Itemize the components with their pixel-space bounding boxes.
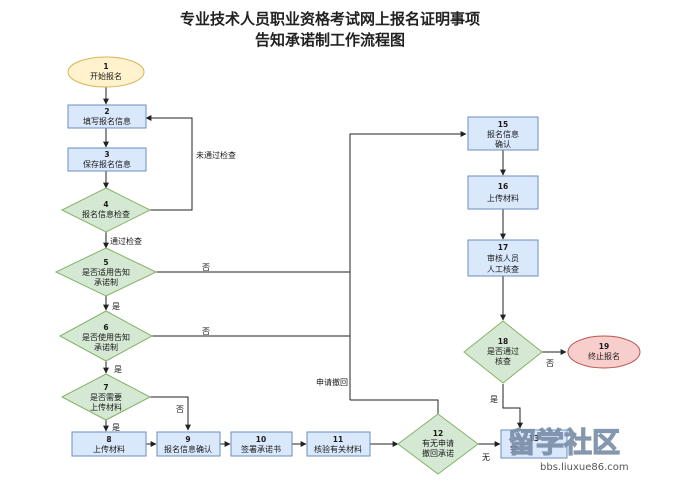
svg-text:是否通过: 是否通过 xyxy=(487,346,519,356)
node-8-upload: 8 上传材料 xyxy=(71,431,147,457)
svg-text:18: 18 xyxy=(498,337,508,346)
label-no-5: 否 xyxy=(202,263,210,272)
svg-text:确认: 确认 xyxy=(495,139,511,149)
svg-text:是否使用告知: 是否使用告知 xyxy=(82,332,130,342)
svg-text:填写报名信息: 填写报名信息 xyxy=(83,116,131,126)
node-1-start: 1 开始报名 xyxy=(67,56,145,88)
svg-text:有无申请: 有无申请 xyxy=(422,438,454,448)
label-no-6: 否 xyxy=(202,327,210,336)
label-withdraw: 申请撤回 xyxy=(316,377,348,387)
node-12-withdraw: 12 有无申请 撤回承诺 xyxy=(397,413,479,475)
svg-text:是否需要: 是否需要 xyxy=(90,393,122,402)
svg-text:16: 16 xyxy=(498,182,508,191)
svg-text:17: 17 xyxy=(498,243,508,252)
watermark-text: 留学社区 xyxy=(508,426,620,459)
svg-text:保存报名信息: 保存报名信息 xyxy=(83,159,131,169)
svg-text:8: 8 xyxy=(106,435,111,444)
edge-18-13 xyxy=(502,384,523,429)
label-no-18: 否 xyxy=(546,359,554,368)
label-none-12: 无 xyxy=(482,453,490,462)
svg-text:7: 7 xyxy=(103,383,108,392)
svg-text:19: 19 xyxy=(599,342,609,351)
node-19-terminate: 19 终止报名 xyxy=(567,335,641,369)
svg-text:6: 6 xyxy=(103,323,108,332)
node-15-confirm: 15 报名信息 确认 xyxy=(467,116,539,151)
svg-text:11: 11 xyxy=(333,435,343,444)
svg-text:13: 13 xyxy=(529,434,539,443)
svg-text:核查: 核查 xyxy=(495,356,511,366)
edge-4-2-loop xyxy=(145,115,193,211)
svg-text:撤回承诺: 撤回承诺 xyxy=(422,448,454,458)
svg-text:2: 2 xyxy=(104,107,109,116)
node-5-applicable: 5 是否适用告知 承诺制 xyxy=(54,247,158,297)
label-yes-6: 是 xyxy=(114,365,122,374)
svg-text:上传材料: 上传材料 xyxy=(487,193,519,203)
node-16-upload: 16 上传材料 xyxy=(467,175,539,210)
title-line-2: 告知承诺制工作流程图 xyxy=(255,31,405,49)
node-9-confirm: 9 报名信息确认 xyxy=(156,431,221,457)
svg-text:上传材料: 上传材料 xyxy=(93,444,125,454)
node-7-need-upload: 7 是否需要 上传材料 xyxy=(60,373,152,421)
node-6-use: 6 是否使用告知 承诺制 xyxy=(58,310,154,362)
svg-text:报名信息确认: 报名信息确认 xyxy=(164,444,212,454)
node-4-check-info: 4 报名信息检查 xyxy=(60,187,152,233)
node-18-pass: 18 是否通过 核查 xyxy=(463,320,543,384)
svg-text:报名信息检查: 报名信息检查 xyxy=(82,209,130,219)
svg-text:终止报名: 终止报名 xyxy=(588,351,620,361)
svg-text:承诺制: 承诺制 xyxy=(94,342,118,352)
node-2-fill-info: 2 填写报名信息 xyxy=(67,104,147,129)
node-17-review: 17 审核人员 人工核查 xyxy=(467,239,539,277)
svg-text:签署承诺书: 签署承诺书 xyxy=(241,444,281,454)
node-10-sign: 10 签署承诺书 xyxy=(230,431,293,457)
svg-text:核验有关材料: 核验有关材料 xyxy=(314,444,362,454)
svg-text:审核人员: 审核人员 xyxy=(487,253,519,263)
svg-text:报名信息: 报名信息 xyxy=(487,129,519,139)
label-pass-check: 通过检查 xyxy=(110,236,142,246)
edge-collector-15 xyxy=(349,131,467,400)
connectors xyxy=(103,87,567,447)
label-yes-5: 是 xyxy=(112,302,120,311)
node-3-save-info: 3 保存报名信息 xyxy=(67,147,147,172)
svg-text:完: 完 xyxy=(510,444,518,454)
svg-text:5: 5 xyxy=(103,258,108,267)
label-fail-check: 未通过检查 xyxy=(196,150,236,160)
svg-text:承诺制: 承诺制 xyxy=(94,277,118,287)
svg-text:12: 12 xyxy=(433,429,443,438)
watermark: 留学社区 bbs.liuxue86.com xyxy=(507,425,629,473)
label-no-7: 否 xyxy=(176,405,184,414)
svg-text:1: 1 xyxy=(103,62,108,71)
svg-text:9: 9 xyxy=(185,435,190,444)
edge-12-withdraw xyxy=(350,399,439,414)
svg-text:10: 10 xyxy=(256,435,266,444)
svg-text:开始报名: 开始报名 xyxy=(90,71,122,81)
svg-text:3: 3 xyxy=(104,150,109,159)
title-line-1: 专业技术人员职业资格考试网上报名证明事项 xyxy=(180,10,480,28)
svg-text:15: 15 xyxy=(498,120,508,129)
label-yes-7: 是 xyxy=(112,423,120,432)
node-11-verify: 11 核验有关材料 xyxy=(306,431,371,457)
edge-7-9 xyxy=(150,396,191,431)
svg-text:上传材料: 上传材料 xyxy=(90,402,122,412)
svg-text:4: 4 xyxy=(103,200,108,209)
label-yes-18: 是 xyxy=(490,395,498,404)
node-13-finish: 13 完 xyxy=(500,429,568,459)
svg-text:是否适用告知: 是否适用告知 xyxy=(82,267,130,277)
watermark-url: bbs.liuxue86.com xyxy=(540,462,629,473)
svg-text:人工核查: 人工核查 xyxy=(487,264,519,274)
